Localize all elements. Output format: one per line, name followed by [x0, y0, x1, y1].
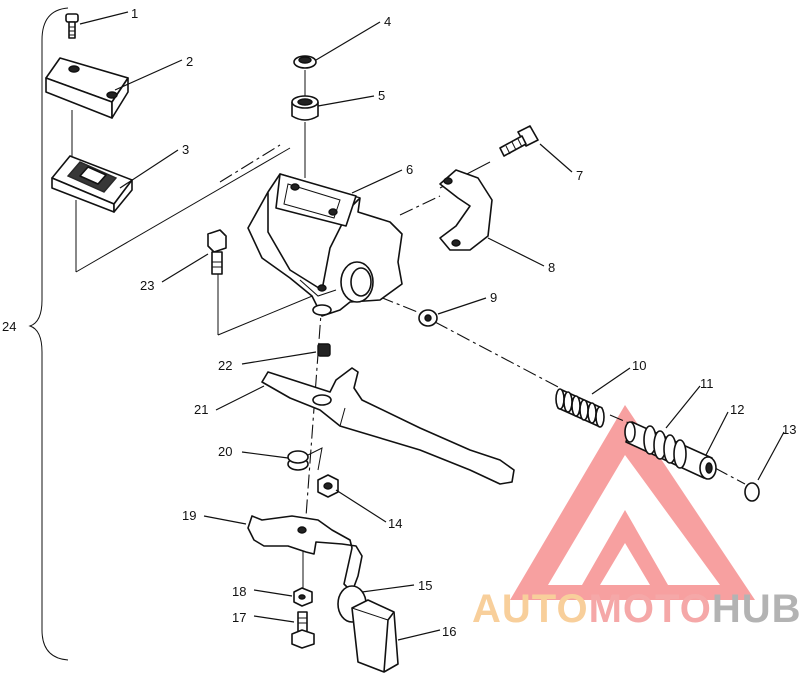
callout-17: 17	[232, 610, 246, 625]
part-master-cylinder-6	[247, 173, 403, 317]
part-snap-ring-13	[744, 482, 760, 502]
part-nut-18	[293, 587, 313, 607]
callout-14: 14	[388, 516, 402, 531]
part-lever-21	[261, 367, 515, 485]
part-cup-5	[291, 95, 319, 121]
callout-19: 19	[182, 508, 196, 523]
part-tag-16	[351, 599, 399, 673]
callout-21: 21	[194, 402, 208, 417]
callout-2: 2	[186, 54, 193, 69]
part-piston-11-12	[624, 421, 717, 480]
callout-6: 6	[406, 162, 413, 177]
part-nut-14	[317, 474, 339, 498]
callout-16: 16	[442, 624, 456, 639]
part-bracket-19	[247, 515, 363, 593]
callout-23: 23	[140, 278, 154, 293]
callout-9: 9	[490, 290, 497, 305]
callout-5: 5	[378, 88, 385, 103]
callout-1: 1	[131, 6, 138, 21]
part-bushing-22	[317, 343, 331, 357]
callout-labels: 1 2 3 4 5 6 7 8 9 10 11 12 13 14 15 16 1…	[2, 6, 796, 639]
callout-8: 8	[548, 260, 555, 275]
leader-lines	[79, 11, 785, 641]
assembly-brace	[28, 7, 69, 661]
part-screw-1	[65, 13, 79, 39]
callout-3: 3	[182, 142, 189, 157]
watermark-word-moto: MOTO	[589, 587, 712, 631]
watermark-word-auto: AUTO	[472, 587, 589, 631]
svg-text:AUTOMOTOHUB: AUTOMOTOHUB	[472, 587, 800, 631]
part-clamp-8	[439, 169, 493, 251]
callout-15: 15	[418, 578, 432, 593]
alignment-lines	[71, 70, 746, 588]
part-screw-17	[291, 611, 315, 649]
part-ring-4	[293, 55, 317, 69]
watermark-word-hub: HUB	[712, 587, 800, 631]
part-pivot-bolt-23	[207, 229, 227, 275]
callout-13: 13	[782, 422, 796, 437]
callout-11: 11	[700, 376, 714, 391]
callout-18: 18	[232, 584, 246, 599]
part-spring-20	[287, 447, 323, 471]
callout-12: 12	[730, 402, 744, 417]
callout-7: 7	[576, 168, 583, 183]
callout-22: 22	[218, 358, 232, 373]
part-washer-9	[418, 309, 438, 327]
callout-24: 24	[2, 319, 16, 334]
callout-4: 4	[384, 14, 391, 29]
part-spring-10	[555, 388, 605, 428]
part-diaphragm-3	[51, 155, 133, 213]
part-bolt-7	[499, 125, 539, 157]
part-reservoir-cover-2	[45, 57, 129, 119]
callout-10: 10	[632, 358, 646, 373]
callout-20: 20	[218, 444, 232, 459]
